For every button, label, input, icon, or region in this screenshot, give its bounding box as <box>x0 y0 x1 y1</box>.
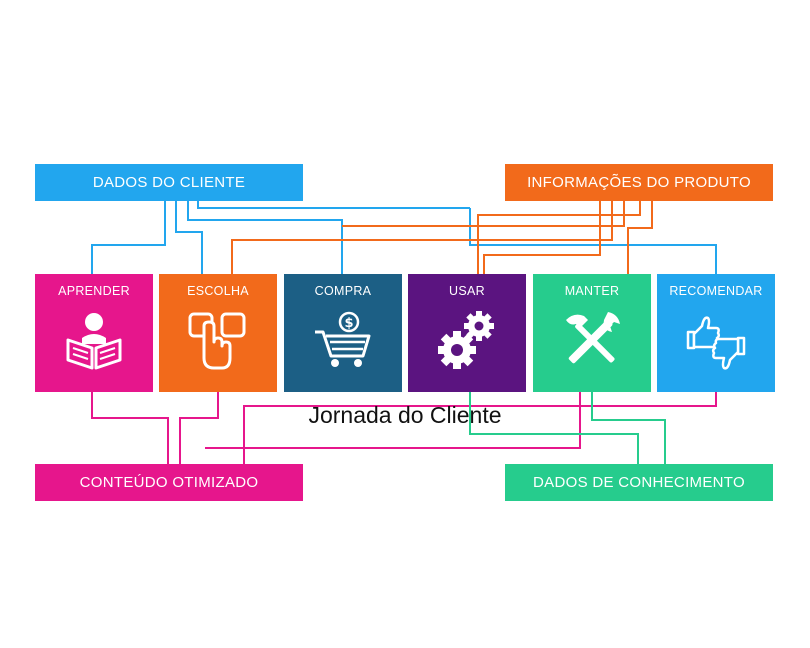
stage-aprender: APRENDER <box>35 274 153 392</box>
stage-usar: USAR <box>408 274 526 392</box>
conteudo-otimizado-label: CONTEÚDO OTIMIZADO <box>79 474 259 491</box>
gears-icon <box>438 311 494 369</box>
stage-aprender-label: APRENDER <box>58 284 130 298</box>
dados-do-cliente-bar: DADOS DO CLIENTE <box>35 164 303 201</box>
conteudo-otimizado-bar: CONTEÚDO OTIMIZADO <box>35 464 303 501</box>
diagram-title: Jornada do Cliente <box>308 402 502 428</box>
touch-select-icon <box>188 312 246 370</box>
stage-manter: MANTER <box>533 274 651 392</box>
stage-escolha-label: ESCOLHA <box>187 284 249 298</box>
stage-recomendar: RECOMENDAR <box>657 274 775 392</box>
tools-icon <box>566 312 620 364</box>
stage-compra-label: COMPRA <box>314 284 372 298</box>
dados-de-conhecimento-label: DADOS DE CONHECIMENTO <box>533 474 745 491</box>
informacoes-do-produto-label: INFORMAÇÕES DO PRODUTO <box>527 174 751 191</box>
shopping-cart-icon: $ <box>315 311 371 367</box>
stage-escolha: ESCOLHA <box>159 274 277 392</box>
stage-recomendar-label: RECOMENDAR <box>669 284 763 298</box>
reader-book-icon <box>66 313 122 370</box>
stage-manter-label: MANTER <box>564 284 620 298</box>
svg-text:$: $ <box>344 316 353 331</box>
dados-do-cliente-label: DADOS DO CLIENTE <box>92 174 246 191</box>
dados-de-conhecimento-bar: DADOS DE CONHECIMENTO <box>505 464 773 501</box>
stage-compra: COMPRA $ <box>284 274 402 392</box>
informacoes-do-produto-bar: INFORMAÇÕES DO PRODUTO <box>505 164 773 201</box>
thumbs-up-down-icon <box>686 316 746 370</box>
stage-usar-label: USAR <box>449 284 485 298</box>
